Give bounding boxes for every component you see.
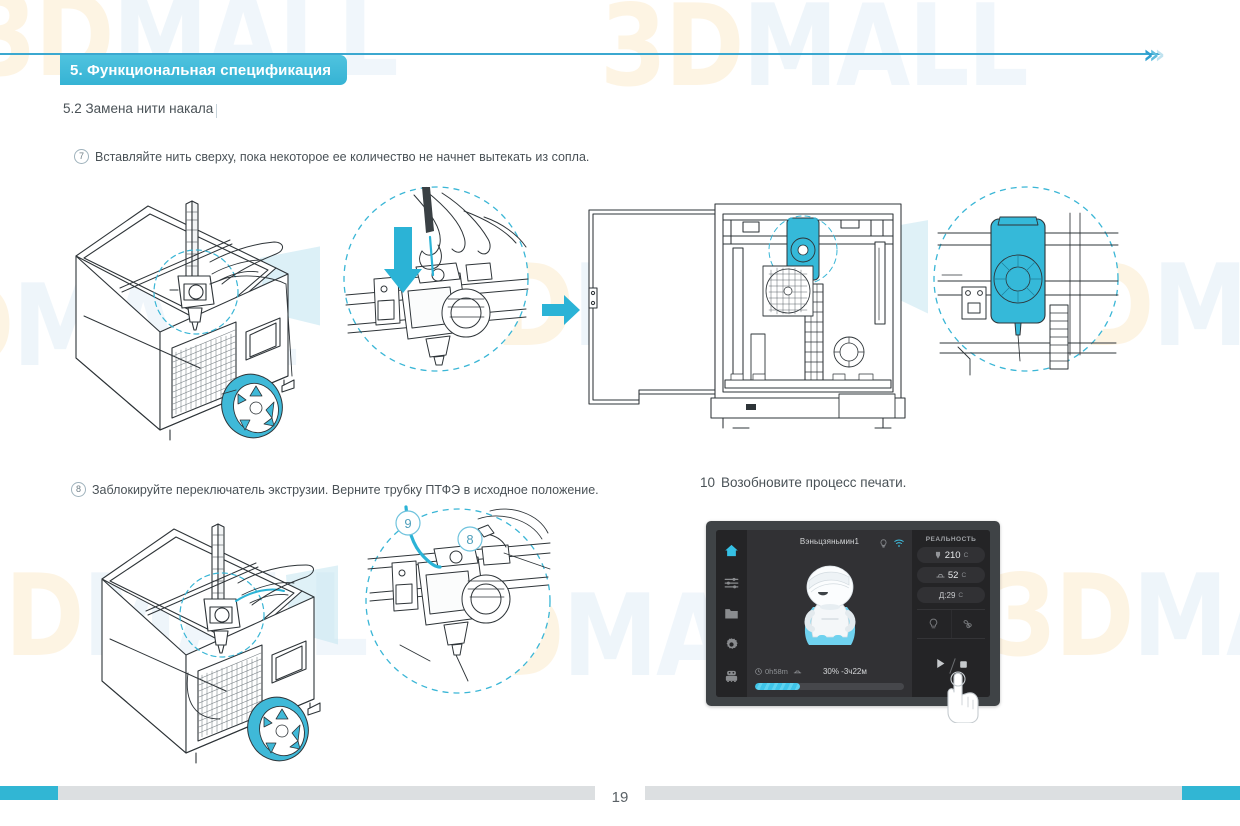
screen-topbar: Вэньцзяньмин1 — [747, 533, 912, 549]
chevron-right-icon: › — [1143, 40, 1154, 70]
nozzle-icon — [934, 551, 942, 560]
step-number-badge: 7 — [74, 149, 89, 164]
nozzle-temperature-pill[interactable]: 210 C — [917, 547, 985, 563]
watermark-all: ALL — [206, 0, 399, 103]
chevron-right-icon: › — [1148, 40, 1160, 70]
watermark-m: M — [1152, 239, 1240, 373]
chevron-right-icon: › — [1154, 40, 1166, 70]
bed-temperature-value: 52 — [947, 569, 959, 581]
footer-page-backdrop — [595, 786, 645, 800]
subsection-title: 5.2 Замена нити накала — [63, 101, 214, 116]
elapsed-time-label: 0h58m — [765, 666, 788, 676]
header-chevron-group: › › › — [1143, 40, 1166, 70]
home-icon[interactable] — [723, 542, 740, 559]
progress-fill — [755, 683, 800, 690]
watermark-all: ALL — [836, 0, 1029, 113]
clock-icon — [755, 667, 762, 675]
bed-small-icon — [793, 662, 802, 680]
bed-icon — [936, 571, 945, 579]
step-text: Вставляйте нить сверху, пока некоторое е… — [95, 149, 590, 164]
progress-labels: 0h58m 30% -3ч22м — [755, 662, 904, 680]
watermark: 3DMALL — [0, 0, 399, 103]
step-text: Заблокируйте переключатель экструзии. Ве… — [92, 482, 599, 497]
fan-icon[interactable] — [952, 610, 986, 638]
watermark-3d: 3D — [0, 549, 84, 683]
hand-pointer-illustration — [938, 663, 986, 728]
elapsed-time: 0h58m — [755, 667, 788, 676]
gear-icon[interactable] — [723, 636, 740, 653]
step-caption-10: 10 Возобновите процесс печати. — [700, 475, 906, 490]
print-progress: 0h58m 30% -3ч22м — [747, 662, 912, 697]
transition-arrow-icon — [540, 293, 582, 327]
wifi-icon[interactable] — [894, 535, 904, 553]
callout-label-8: 8 — [466, 532, 473, 547]
watermark: 3DMALL — [600, 0, 1029, 113]
step-caption-8: 8 Заблокируйте переключатель экструзии. … — [71, 482, 599, 497]
illustration-printer-front-view — [583, 192, 928, 440]
right-panel-actions[interactable] — [917, 638, 985, 692]
right-panel-title: РЕАЛЬНОСТЬ — [925, 536, 977, 543]
lamp-icon[interactable] — [917, 610, 952, 638]
touchscreen-display[interactable]: Вэньцзяньмин1 — [716, 530, 990, 697]
watermark-3d: 3D — [600, 0, 744, 113]
illustration-detail-extruder-callouts: 9 8 — [360, 505, 560, 701]
stop-icon[interactable] — [958, 657, 969, 675]
header-rule — [0, 53, 1160, 55]
watermark-m: M — [112, 0, 208, 103]
step-number-badge: 8 — [71, 482, 86, 497]
lightbulb-icon[interactable] — [879, 535, 888, 553]
illustration-detail-insert-filament — [338, 183, 538, 379]
progress-percent-label: 30% -3ч22м — [822, 666, 867, 676]
chamber-temperature-pill[interactable]: Д:29 С — [917, 587, 985, 603]
print-job-filename: Вэньцзяньмин1 — [799, 536, 860, 546]
step-text: Возобновите процесс печати. — [721, 475, 907, 490]
step-caption-7: 7 Вставляйте нить сверху, пока некоторое… — [74, 149, 589, 164]
printer-icon[interactable] — [723, 668, 740, 685]
watermark-m: M — [562, 569, 658, 703]
watermark-3d: 3D — [0, 260, 14, 392]
printer-touchscreen[interactable]: Вэньцзяньмин1 — [706, 521, 1000, 706]
watermark-3d: 3D — [0, 0, 114, 103]
screen-status-icons — [879, 535, 904, 553]
section-title: 5. Функциональная спецификация — [70, 61, 332, 79]
model-preview — [747, 549, 912, 662]
illustration-detail-extruder-head — [928, 183, 1128, 379]
screen-main-area[interactable]: Вэньцзяньмин1 — [747, 530, 912, 697]
play-icon[interactable] — [934, 657, 947, 675]
illustration-printer-insert-filament — [60, 180, 320, 450]
chamber-temperature-unit: С — [958, 591, 964, 599]
callout-label-9: 9 — [404, 516, 411, 531]
footer-accent-right — [1182, 786, 1240, 800]
section-banner: 5. Функциональная спецификация — [60, 55, 348, 85]
screen-right-panel[interactable]: РЕАЛЬНОСТЬ 210 C 52 C Д:29 С — [912, 530, 990, 697]
watermark: 3DMALL — [990, 550, 1240, 682]
watermark-m: M — [1132, 549, 1228, 683]
footer-accent-left — [0, 786, 58, 800]
page-number: 19 — [611, 789, 629, 806]
illustration-printer-lock-switch — [88, 503, 338, 793]
nozzle-temperature-value: 210 — [944, 549, 961, 561]
subsection-divider — [216, 104, 217, 118]
bed-temperature-pill[interactable]: 52 C — [917, 567, 985, 583]
progress-track — [755, 683, 904, 690]
watermark-3d: 3D — [990, 549, 1134, 683]
right-panel-tools[interactable] — [917, 609, 985, 638]
screen-sidebar[interactable] — [716, 530, 747, 697]
bed-temperature-unit: C — [961, 571, 967, 579]
folder-icon[interactable] — [723, 605, 740, 622]
nozzle-temperature-unit: C — [963, 551, 969, 559]
step-number-label: 10 — [700, 475, 716, 490]
watermark-all: ALL — [1226, 550, 1240, 682]
chamber-temperature-value: Д:29 — [938, 590, 956, 600]
sliders-icon[interactable] — [723, 574, 740, 591]
watermark-m: M — [742, 0, 838, 113]
